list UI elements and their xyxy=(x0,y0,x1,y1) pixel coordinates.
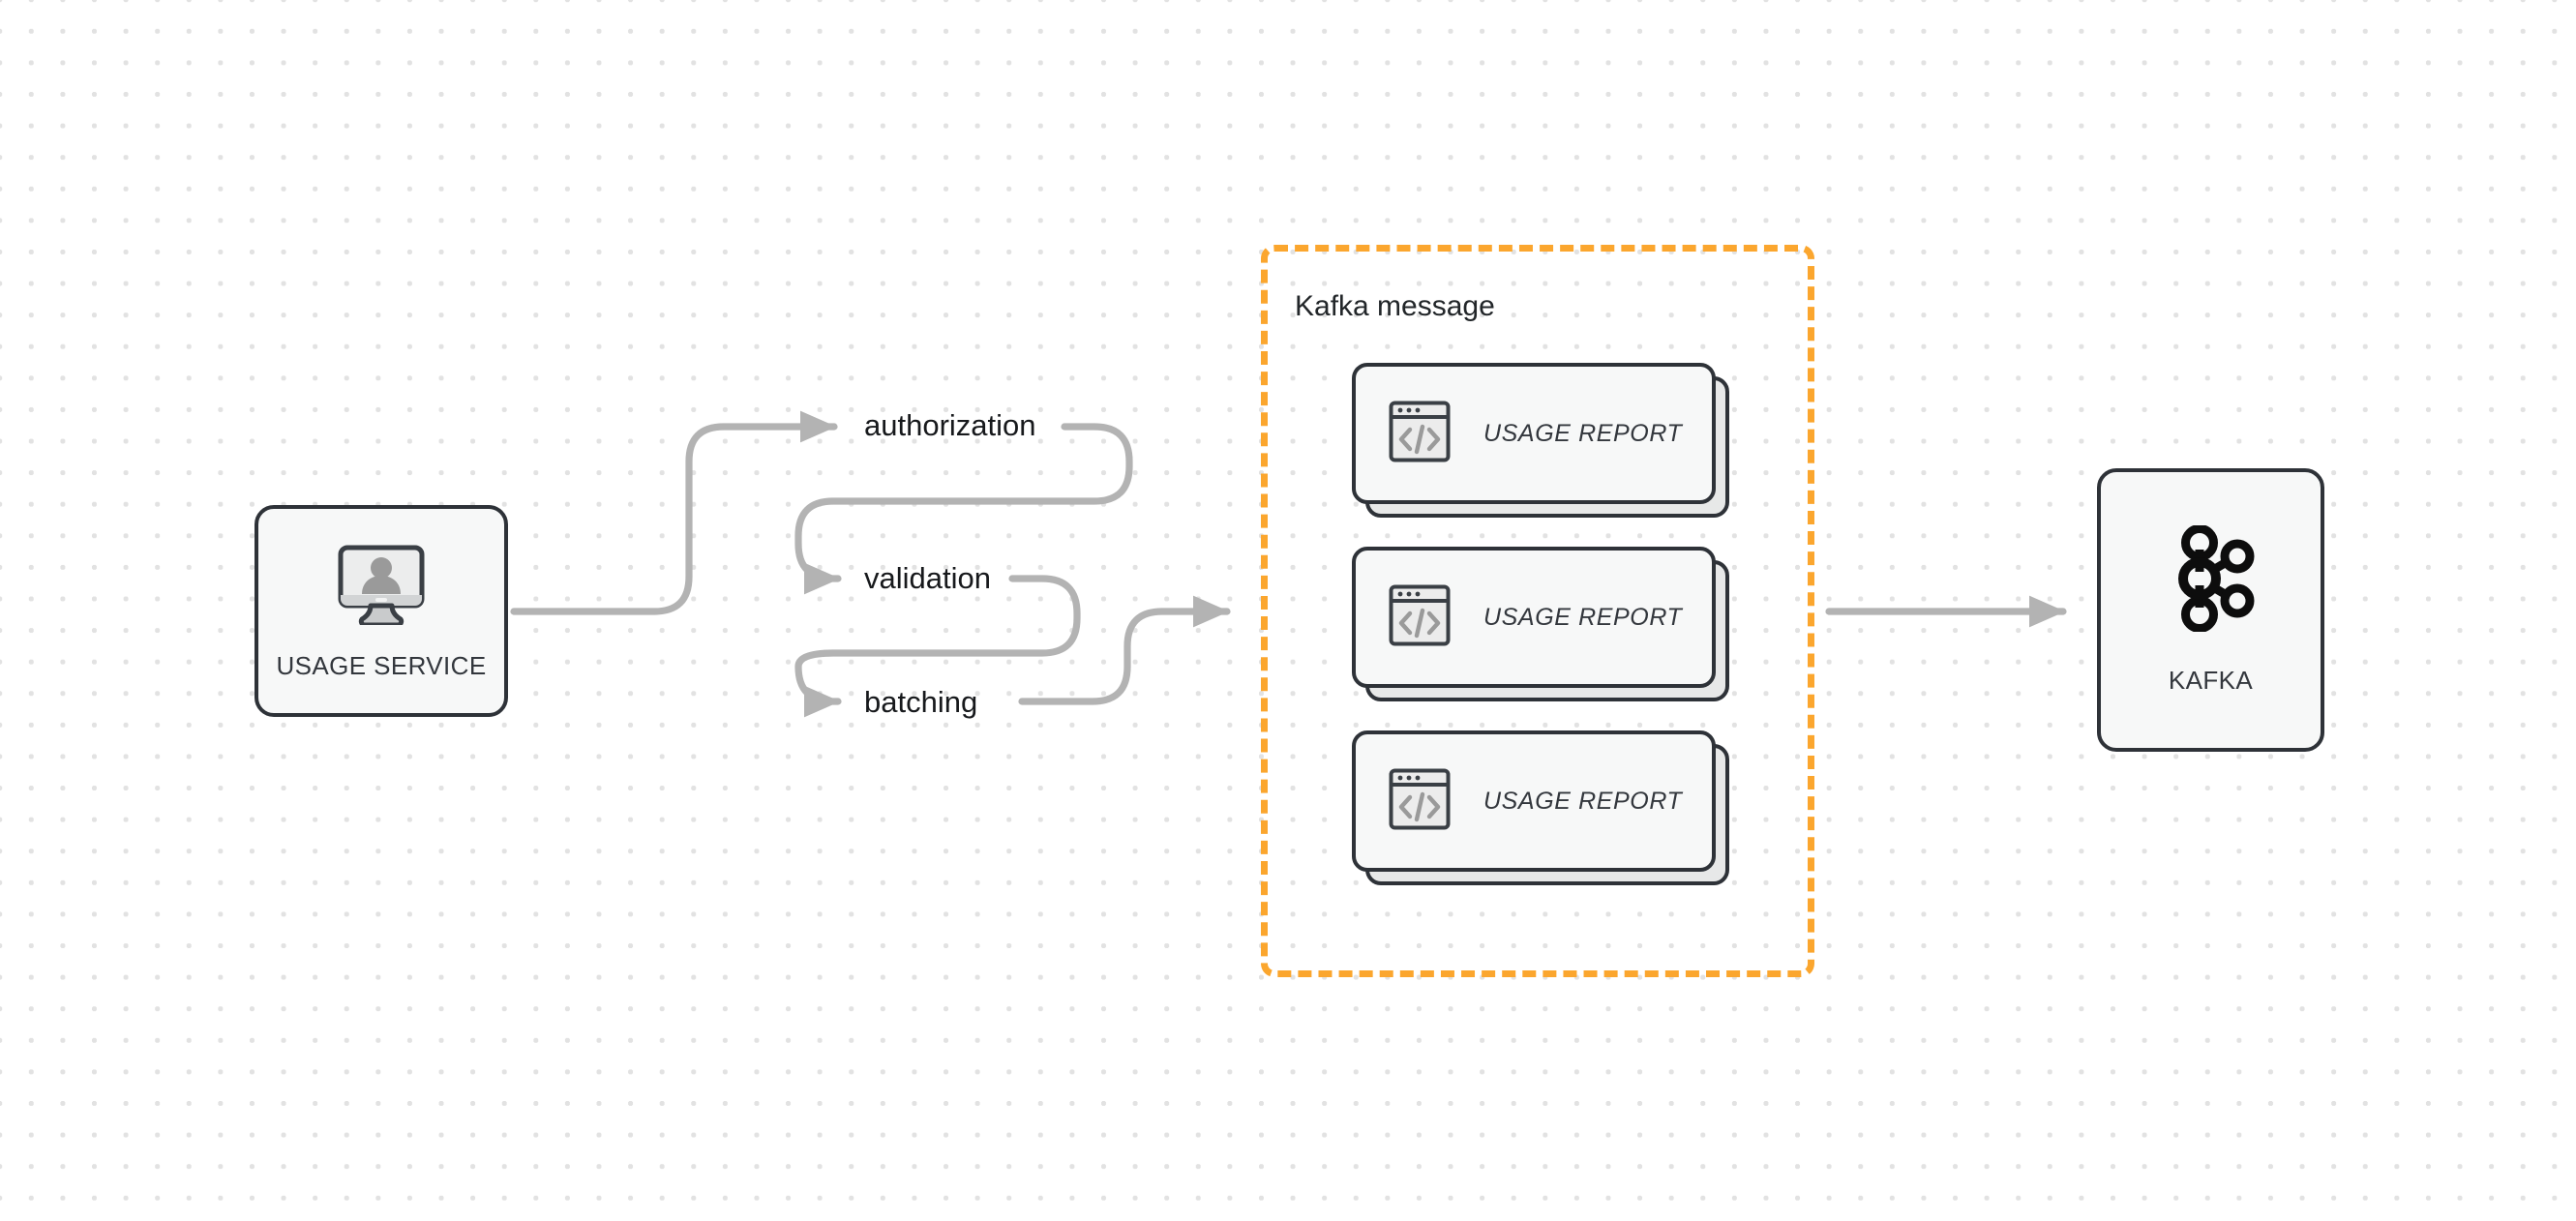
usage-report-card-label: USAGE REPORT xyxy=(1483,603,1683,631)
connector-batching-to-kafka-message xyxy=(1018,595,1231,705)
code-window-icon xyxy=(1388,767,1452,836)
stage-label-authorization: authorization xyxy=(864,408,1036,442)
node-kafka-label: KAFKA xyxy=(2168,665,2254,695)
usage-report-card[interactable]: USAGE REPORT xyxy=(1352,363,1729,518)
usage-report-card-label: USAGE REPORT xyxy=(1483,787,1683,815)
node-kafka[interactable]: KAFKA xyxy=(2097,468,2324,752)
usage-report-card[interactable]: USAGE REPORT xyxy=(1352,547,1729,701)
node-usage-service[interactable]: USAGE SERVICE xyxy=(255,505,508,717)
usage-report-card-label: USAGE REPORT xyxy=(1483,419,1683,447)
monitor-user-icon xyxy=(335,542,428,630)
card-front[interactable]: USAGE REPORT xyxy=(1352,547,1716,688)
group-kafka-message[interactable] xyxy=(1261,245,1814,977)
connector-validation-to-batching xyxy=(794,575,1081,718)
connector-usage-service-to-authorization xyxy=(510,410,838,615)
code-window-icon xyxy=(1388,583,1452,652)
stage-label-validation: validation xyxy=(864,561,991,595)
group-kafka-message-title: Kafka message xyxy=(1295,290,1495,322)
node-usage-service-label: USAGE SERVICE xyxy=(276,650,487,680)
card-front[interactable]: USAGE REPORT xyxy=(1352,363,1716,504)
connector-authorization-to-validation xyxy=(794,423,1133,595)
card-front[interactable]: USAGE REPORT xyxy=(1352,730,1716,872)
usage-report-card[interactable]: USAGE REPORT xyxy=(1352,730,1729,885)
stage-label-batching: batching xyxy=(864,685,978,719)
code-window-icon xyxy=(1388,400,1452,468)
kafka-logo-icon xyxy=(2166,523,2257,637)
